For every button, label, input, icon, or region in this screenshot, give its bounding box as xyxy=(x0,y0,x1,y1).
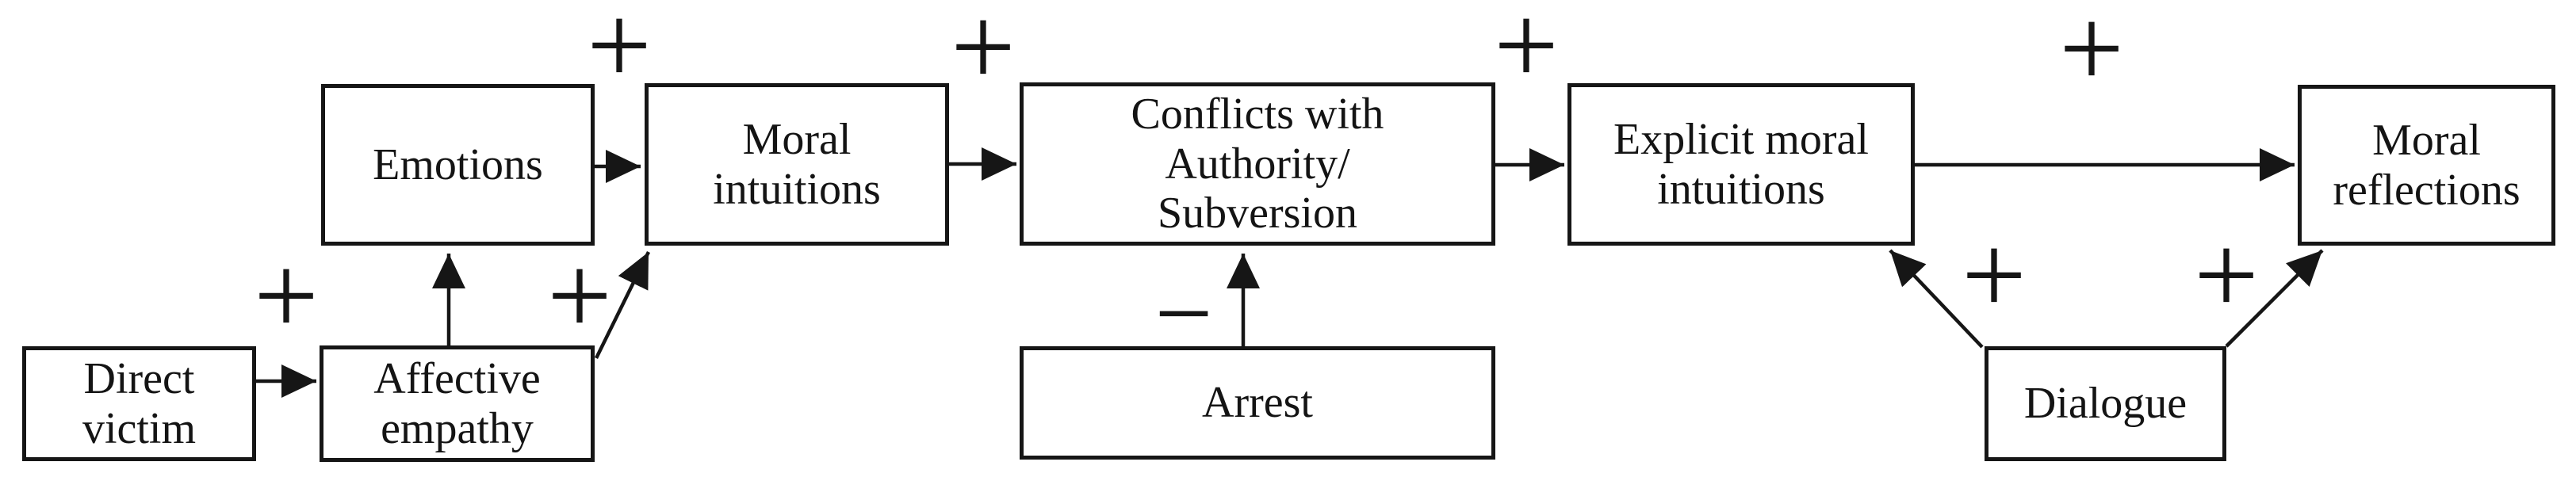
sign-plus-conflicts-explicit-moral-intuitions: + xyxy=(1494,0,1559,109)
arrow-affective-empathy-to-moral-intuitions xyxy=(594,251,651,359)
node-dialogue: Dialogue xyxy=(1985,346,2226,461)
sign-minus-arrest-conflicts: − xyxy=(1154,257,1213,371)
sign-plus-dialogue-explicit-moral-intuitions: + xyxy=(1962,212,2027,339)
arrow-dialogue-to-moral-reflections xyxy=(2225,249,2324,348)
sign-plus-affective-empathy-moral-intuitions: + xyxy=(547,232,612,360)
arrow-dialogue-to-explicit-moral-intuitions xyxy=(1889,249,1984,349)
sign-plus-emotions-moral-intuitions: + xyxy=(587,0,652,109)
node-affective-empathy: Affective empathy xyxy=(320,345,595,462)
sign-plus-direct-victim-affective-empathy: + xyxy=(254,232,319,360)
node-direct-victim: Direct victim xyxy=(22,346,256,461)
sign-plus-dialogue-moral-reflections: + xyxy=(2194,212,2259,339)
node-explicit-moral-intuitions: Explicit moral intuitions xyxy=(1567,83,1915,246)
sign-plus-explicit-moral-intuitions-moral-reflections: + xyxy=(2059,0,2124,113)
node-moral-reflections: Moral reflections xyxy=(2298,85,2555,246)
node-conflicts-with-authority-subversion: Conflicts with Authority/ Subversion xyxy=(1020,82,1495,246)
node-emotions: Emotions xyxy=(321,84,595,246)
node-moral-intuitions: Moral intuitions xyxy=(645,83,949,246)
sign-plus-moral-intuitions-conflicts: + xyxy=(951,0,1016,111)
node-arrest: Arrest xyxy=(1020,346,1495,460)
